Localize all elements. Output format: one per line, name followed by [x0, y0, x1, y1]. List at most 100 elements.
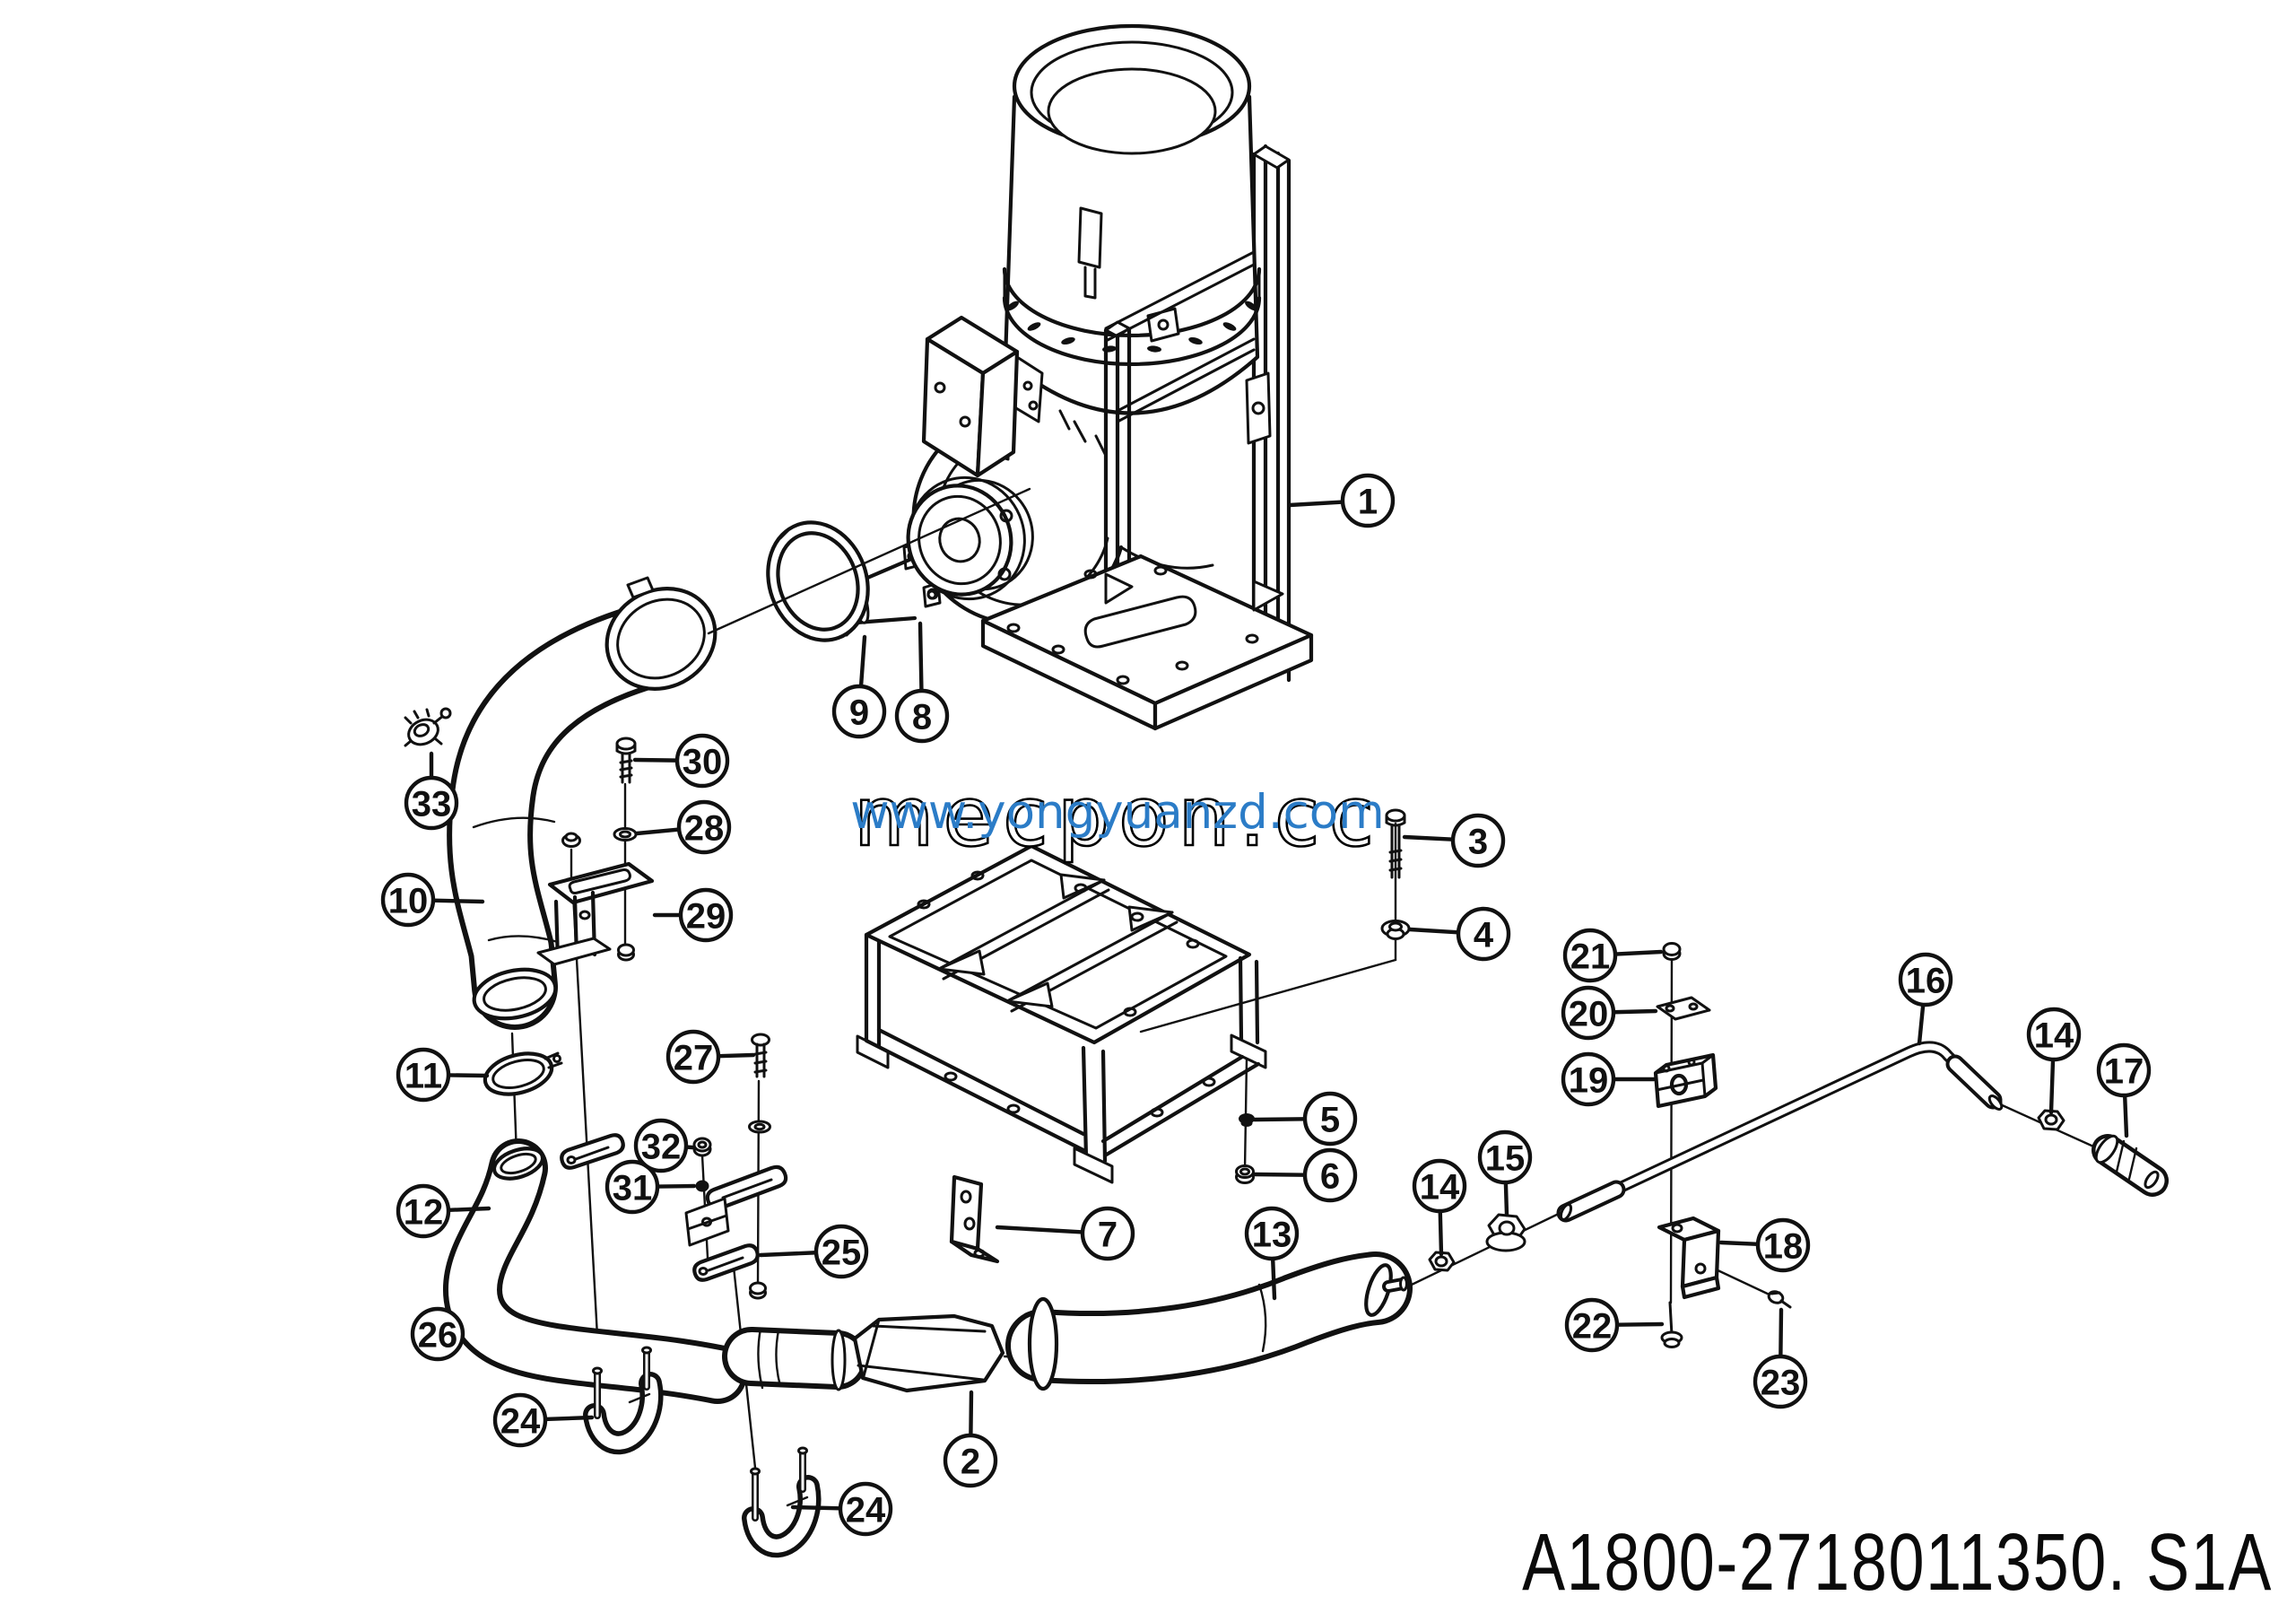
callout-leader	[446, 1206, 491, 1213]
callout-leader	[1438, 1208, 1444, 1257]
callout-circle	[1755, 1217, 1811, 1273]
callout-23: 23	[1752, 1307, 1808, 1409]
callout-number: 23	[1761, 1363, 1801, 1402]
muffler	[852, 1313, 1005, 1393]
callout-number: 30	[683, 742, 723, 781]
callout-circle	[831, 684, 887, 739]
callout-circle	[1244, 1206, 1300, 1261]
callout-leader	[632, 757, 680, 763]
callout-circle	[813, 1224, 869, 1279]
callout-number: 10	[388, 881, 429, 920]
callout-number: 12	[404, 1192, 444, 1232]
callout-leader	[2048, 1057, 2056, 1115]
mounting-frame	[856, 843, 1267, 1184]
callout-24: 24	[492, 1392, 595, 1448]
callout-15: 15	[1477, 1129, 1533, 1217]
callout-leader	[969, 1390, 974, 1438]
sensor-box	[921, 315, 1044, 478]
callout-circle	[838, 1481, 893, 1537]
callout-leader	[995, 1225, 1085, 1234]
callout-1: 1	[1287, 473, 1396, 528]
callout-number: 24	[500, 1401, 541, 1441]
callout-30: 30	[632, 733, 730, 789]
callout-leader	[918, 621, 924, 693]
callout-33: 33	[404, 751, 459, 831]
callout-29: 29	[652, 887, 734, 943]
callout-circle	[633, 1118, 689, 1173]
callout-number: 18	[1763, 1226, 1804, 1266]
callout-circle	[1562, 928, 1618, 983]
stand-base	[980, 554, 1314, 731]
elbow-duct	[447, 576, 718, 1030]
callout-25: 25	[758, 1224, 869, 1279]
callout-28: 28	[634, 799, 732, 855]
frame-bolts	[1235, 808, 1411, 1184]
callout-leader	[1779, 1307, 1784, 1359]
clamp-ring	[483, 1051, 563, 1096]
watermark-underlay: mecpon.cc	[854, 769, 1383, 865]
callout-number: 15	[1485, 1138, 1526, 1178]
watermark-overlay: www.yongyuanzd.com	[850, 785, 1385, 840]
band-holes	[1006, 301, 1257, 353]
callout-leader	[716, 1052, 756, 1059]
callout-leader	[655, 1183, 697, 1189]
callout-circle	[1477, 1129, 1533, 1185]
callout-17: 17	[2096, 1042, 2152, 1138]
callout-leader	[1407, 927, 1461, 935]
callout-leader	[634, 827, 682, 836]
callout-leader	[1287, 500, 1345, 508]
rod-coupler	[2092, 1134, 2169, 1197]
callout-14: 14	[2026, 1007, 2082, 1115]
callout-circle	[1561, 985, 1616, 1041]
callout-circle	[1561, 1051, 1616, 1107]
intake-tube-and-flange	[766, 520, 918, 642]
callout-circle	[2096, 1042, 2152, 1098]
callout-22: 22	[1564, 1297, 1665, 1353]
callout-24: 24	[790, 1481, 893, 1537]
callout-leader	[1402, 834, 1456, 842]
callout-number: 14	[2034, 1016, 2074, 1055]
callout-number: 19	[1569, 1060, 1609, 1100]
rod-nuts	[1428, 1109, 2066, 1272]
bracket-29	[536, 861, 655, 966]
callout-number: 4	[1474, 915, 1494, 955]
callout-2: 2	[943, 1390, 998, 1488]
callout-10: 10	[380, 872, 485, 928]
callout-number: 27	[674, 1038, 714, 1077]
callout-number: 25	[822, 1233, 862, 1272]
stay-rod	[1556, 1041, 2004, 1223]
callout-12: 12	[396, 1183, 491, 1239]
callout-circle	[2026, 1007, 2082, 1062]
callout-number: 14	[1420, 1167, 1460, 1207]
right-bracket-stack	[1653, 942, 1792, 1348]
callout-leader	[543, 1415, 595, 1422]
callout-3: 3	[1402, 813, 1506, 868]
callout-circle	[1898, 952, 1953, 1007]
callout-number: 21	[1570, 937, 1611, 976]
callout-number: 9	[849, 693, 869, 732]
callout-circle	[380, 872, 436, 928]
callout-number: 20	[1569, 994, 1609, 1033]
callout-number: 8	[912, 697, 932, 737]
callout-leader	[858, 634, 867, 689]
callout-circle	[676, 799, 732, 855]
drawing-number: A1800-2718011350. S1A	[1522, 1517, 2273, 1607]
callout-18: 18	[1718, 1217, 1811, 1273]
pipe-clamps	[583, 1346, 822, 1558]
callout-19: 19	[1561, 1051, 1657, 1107]
callout-4: 4	[1407, 906, 1511, 962]
left-fasteners	[404, 707, 1000, 1300]
callout-circle	[665, 1029, 721, 1085]
callout-number: 16	[1906, 961, 1946, 1000]
callout-circle	[404, 775, 459, 831]
callout-leader	[2122, 1093, 2129, 1138]
bracket-7	[949, 1174, 1000, 1264]
callout-circle	[894, 688, 950, 744]
callout-circle	[1564, 1297, 1620, 1353]
callout-circle	[1340, 473, 1396, 528]
callout-9: 9	[831, 634, 887, 739]
callout-13: 13	[1244, 1206, 1300, 1301]
bracket-18	[1657, 1216, 1721, 1300]
callout-6: 6	[1251, 1147, 1358, 1203]
